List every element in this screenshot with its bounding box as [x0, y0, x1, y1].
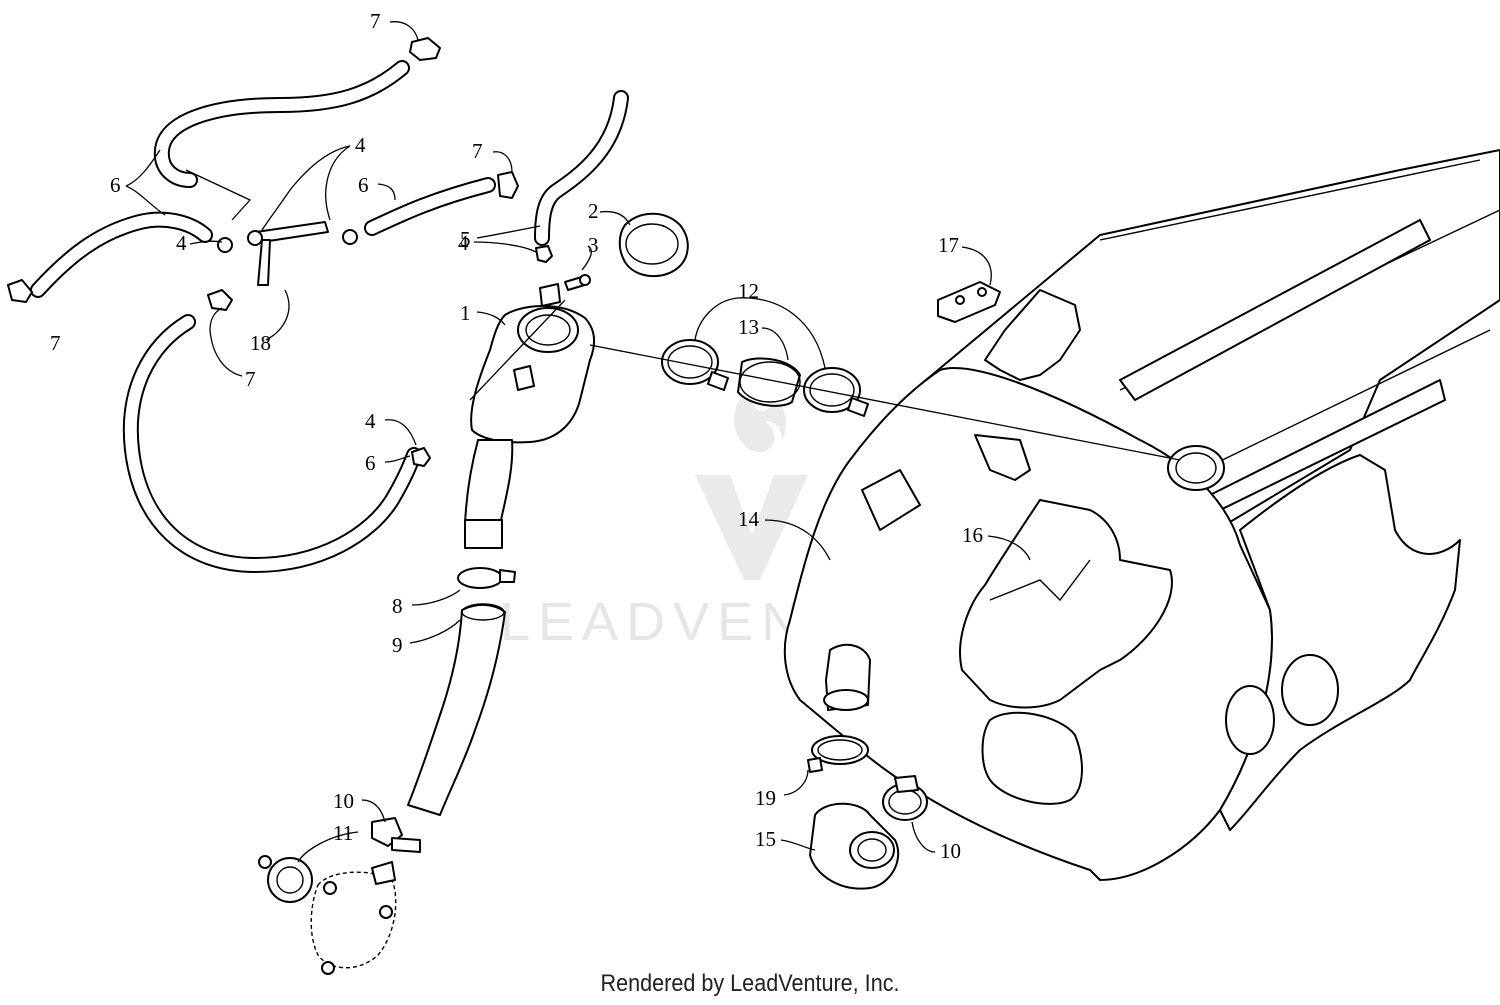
callout-17: 17	[938, 233, 959, 257]
coolant-reservoir	[470, 283, 595, 444]
lower-coolant-hose	[407, 603, 506, 816]
hose-clamp-mid	[497, 171, 519, 199]
callout-6-upper: 6	[358, 173, 369, 197]
screw	[564, 274, 591, 291]
hose-clamp-12-left	[661, 339, 729, 391]
callout-7-upper: 7	[472, 139, 483, 163]
callout-4-left: 4	[176, 231, 187, 255]
callout-11: 11	[333, 821, 353, 845]
callout-16: 16	[962, 523, 983, 547]
callout-13: 13	[738, 315, 759, 339]
reservoir-outlet	[464, 439, 514, 549]
vent-hose-right	[364, 177, 496, 236]
reservoir-cap	[618, 212, 689, 278]
callout-15: 15	[755, 827, 776, 851]
callout-10-right: 10	[940, 839, 961, 863]
callout-6-left: 6	[110, 173, 121, 197]
hose-clamp-left	[7, 279, 33, 303]
elbow-hose	[809, 802, 900, 890]
chassis-tunnel	[783, 149, 1500, 881]
callout-4-upper: 4	[355, 133, 366, 157]
hose-clamp-lower-left	[207, 289, 233, 311]
hose-clamp-19	[807, 735, 869, 773]
hose-clamp-10-right	[882, 775, 928, 821]
hose-clamp-10-left	[371, 817, 421, 853]
callout-2: 2	[588, 199, 599, 223]
callout-labels: 1 2 3 4 4 4 4 5 6 6 6 7 7 7 7 8 9 10 10 …	[50, 9, 983, 863]
thermostat-housing	[310, 861, 397, 975]
hose-clamp-8	[457, 567, 516, 589]
callout-5: 5	[460, 227, 471, 251]
callout-7-lower: 7	[245, 367, 256, 391]
watermark-logo-icon	[695, 382, 808, 580]
hose-clamp-small	[411, 245, 553, 467]
callout-8: 8	[392, 594, 403, 618]
callout-14: 14	[738, 507, 760, 531]
overflow-hose	[122, 314, 422, 574]
callout-19: 19	[755, 786, 776, 810]
tunnel-outlet-elbow	[823, 643, 871, 711]
mounting-bracket	[937, 281, 1001, 323]
vent-hose-upper	[153, 60, 410, 188]
callout-7-left: 7	[50, 331, 61, 355]
callout-1: 1	[460, 301, 471, 325]
callout-9: 9	[392, 633, 403, 657]
callout-7-top: 7	[370, 9, 381, 33]
callout-10-left: 10	[333, 789, 354, 813]
vent-hose-left	[30, 211, 213, 298]
thermostat	[258, 855, 313, 903]
hose-clamp-top	[409, 37, 441, 61]
tee-fitting	[217, 221, 358, 286]
callout-12: 12	[738, 279, 759, 303]
hose-clamp-12-right	[803, 367, 869, 417]
callout-4-lower: 4	[365, 409, 376, 433]
leader-lines	[125, 21, 1181, 863]
footer-credit: Rendered by LeadVenture, Inc.	[600, 970, 900, 997]
callout-4-middle: 4	[458, 231, 469, 255]
callout-6-lower: 6	[365, 451, 376, 475]
callout-18: 18	[250, 331, 271, 355]
callout-3: 3	[588, 233, 599, 257]
heat-shield-pad	[959, 499, 1173, 709]
coupling-hose-13	[737, 357, 801, 407]
fill-vent-hose	[534, 90, 629, 246]
